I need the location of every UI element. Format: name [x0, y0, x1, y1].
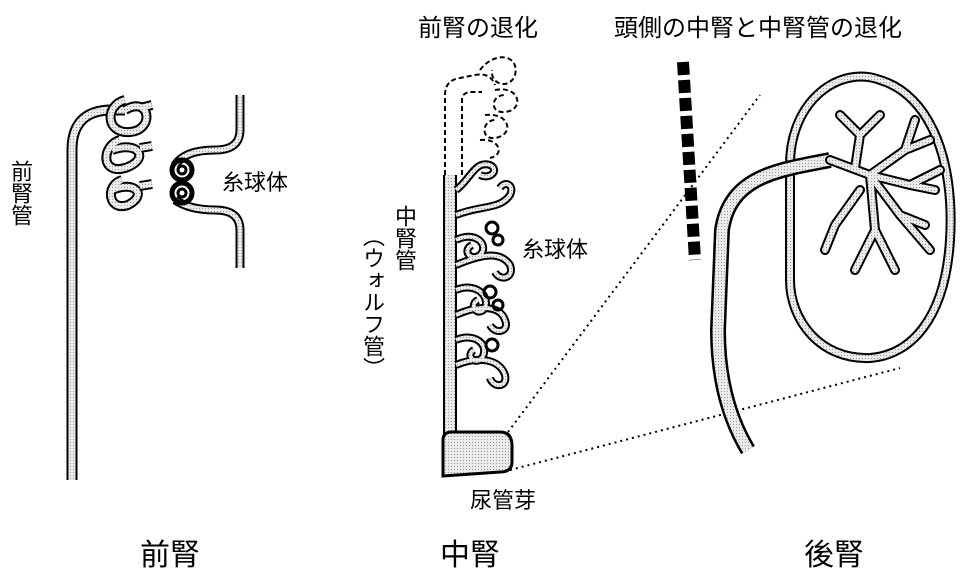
- glomerulus-label-middle: 糸球体: [522, 232, 588, 264]
- regressed-pronephros: [445, 57, 517, 175]
- metanephros-title: 後腎: [804, 530, 864, 574]
- wolffian-duct-label: （ウォルフ管）: [360, 225, 382, 379]
- pronephric-duct-label: 前腎管: [8, 160, 30, 226]
- pronephros-regression-label: 前腎の退化: [418, 8, 538, 43]
- ureteric-bud-label: 尿管芽: [470, 483, 536, 515]
- collecting-system: [825, 115, 940, 270]
- ureteric-bud-shape: [443, 432, 512, 476]
- pronephros-structure: [72, 95, 240, 480]
- pronephros-title: 前腎: [140, 530, 200, 574]
- glomerulus-label-left: 糸球体: [222, 165, 288, 197]
- mesonephros-structure: [443, 57, 517, 476]
- metanephros-structure: [683, 62, 951, 450]
- cranial-regression-label: 頭側の中腎と中腎管の退化: [614, 8, 902, 43]
- regression-marker: [683, 62, 695, 260]
- mesonephros-title: 中腎: [440, 530, 500, 574]
- mesonephric-duct-label: 中腎管: [392, 205, 414, 271]
- mesonephric-tubules: [456, 164, 511, 385]
- pronephric-tubules: [106, 100, 152, 206]
- zoom-lines: [508, 95, 900, 470]
